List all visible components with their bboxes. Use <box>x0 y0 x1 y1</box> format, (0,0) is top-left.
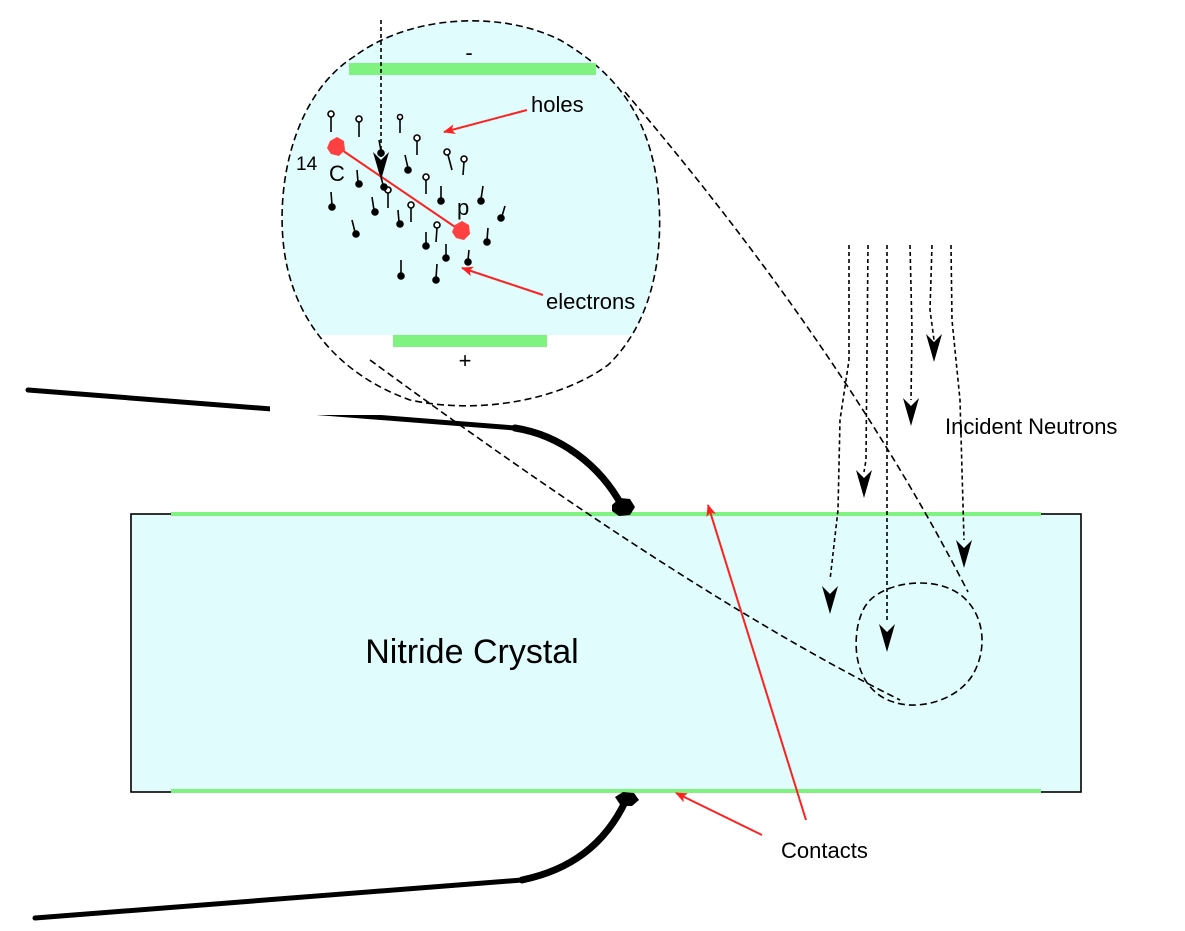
magnified-view: - + 14 C p <box>270 20 670 415</box>
zoom-line-lower <box>369 359 901 701</box>
electrons-pointer <box>461 266 544 296</box>
crystal-label: Nitride Crystal <box>365 633 578 671</box>
magnifier-outline <box>281 20 661 407</box>
bottom-lead-wire <box>32 792 639 921</box>
electron <box>328 191 336 211</box>
electron <box>477 185 485 205</box>
holes-pointer <box>443 109 528 135</box>
hole <box>433 221 441 243</box>
hole <box>422 173 430 194</box>
zoom-line-upper <box>624 91 969 593</box>
electron <box>432 263 440 284</box>
electrons-label: electrons <box>546 289 635 314</box>
electron <box>483 227 491 246</box>
hole <box>443 148 453 171</box>
hole <box>355 115 363 137</box>
neutron-beams <box>822 244 972 652</box>
negative-electrode <box>349 63 596 75</box>
magnifier-fill <box>282 20 660 406</box>
electron <box>437 186 445 205</box>
hole <box>396 113 404 133</box>
electron <box>397 260 405 280</box>
hole <box>413 134 421 155</box>
carbon-nucleus <box>327 137 345 156</box>
isotope-mass: 14 <box>296 154 318 175</box>
electron <box>377 139 385 157</box>
electron <box>379 171 388 191</box>
positive-electrode <box>393 335 547 347</box>
proton <box>452 221 470 240</box>
proton-label: p <box>457 195 469 220</box>
electron <box>464 249 472 266</box>
reaction-site-circle <box>855 582 983 706</box>
neutrons-label: Incident Neutrons <box>945 414 1117 439</box>
minus-sign: - <box>465 40 472 65</box>
electron <box>442 244 450 262</box>
holes-cloud <box>327 110 468 243</box>
plus-sign: + <box>459 348 472 373</box>
electron <box>422 232 430 250</box>
electrons-cloud <box>328 139 506 284</box>
electron <box>371 196 379 216</box>
hole <box>327 110 335 132</box>
electron <box>351 219 360 238</box>
contacts-pointer-top <box>706 504 807 821</box>
electron <box>497 205 506 222</box>
contacts-pointer-bottom <box>675 792 763 836</box>
electron <box>355 169 363 188</box>
holes-label: holes <box>531 92 584 117</box>
hole <box>407 201 415 222</box>
nitride-crystal <box>130 513 1082 793</box>
electron <box>404 154 412 174</box>
hole <box>460 155 468 176</box>
isotope-symbol: C <box>329 161 345 186</box>
electron <box>396 209 404 228</box>
contacts-label: Contacts <box>781 838 868 863</box>
